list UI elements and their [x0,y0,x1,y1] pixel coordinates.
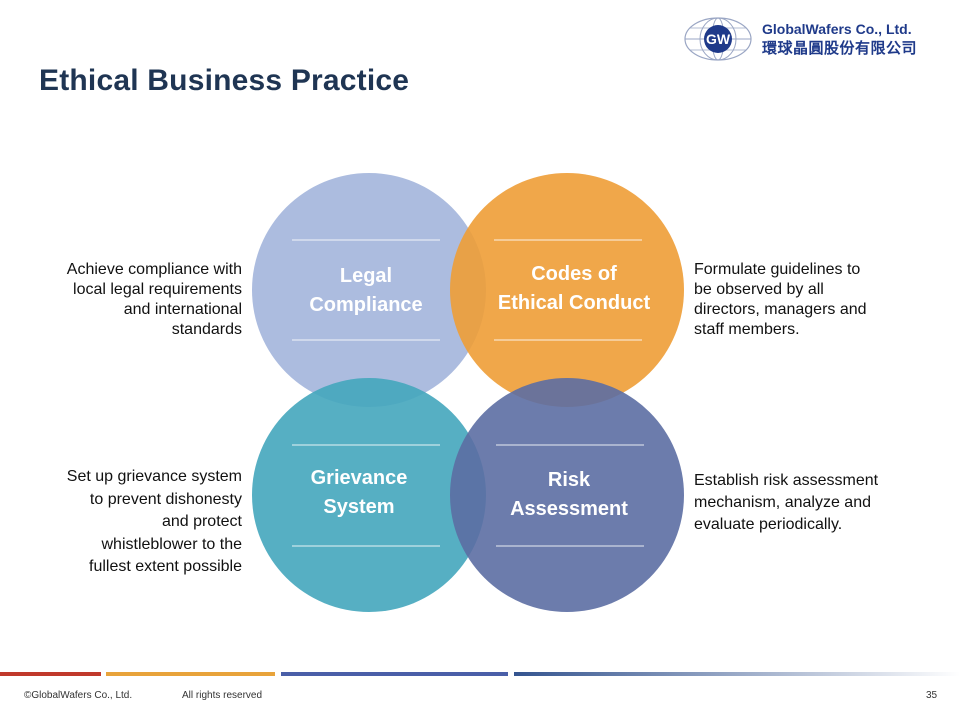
description-codes: Formulate guidelines to be observed by a… [694,260,934,340]
description-line: directors, managers and [694,301,867,318]
label-line: Codes of [531,263,617,285]
description-line: Achieve compliance with [66,261,242,278]
globe-logo-icon: GW [684,17,752,61]
description-risk: Establish risk assessment mechanism, ana… [694,470,934,536]
description-line: local legal requirements [73,281,242,298]
label-line: Ethical Conduct [497,292,651,314]
label-line: Legal [339,265,393,287]
circle-legal-compliance [252,173,486,407]
description-line: fullest extent possible [89,558,242,575]
description-line: Formulate guidelines to [694,261,861,278]
label-risk-assessment: Risk Assessment [469,466,669,524]
description-grievance: Set up grievance system to prevent disho… [20,466,242,579]
description-legal: Achieve compliance with local legal requ… [20,260,242,340]
footer-bar-orange [106,672,275,676]
label-codes-of-ethical-conduct: Codes of Ethical Conduct [474,260,674,318]
company-name-en: GlobalWafers Co., Ltd. [762,21,912,37]
label-legal-compliance: Legal Compliance [266,262,466,320]
page-number: 35 [926,690,938,701]
slide-title: Ethical Business Practice [39,64,410,97]
description-line: whistleblower to the [101,535,242,553]
description-line: evaluate periodically. [694,516,843,533]
label-line: Risk [547,469,591,491]
description-line: Set up grievance system [66,468,242,485]
circle-grievance-system [252,378,486,612]
label-line: Grievance [310,467,408,489]
description-line: to prevent dishonesty [89,490,242,508]
description-line: be observed by all [694,281,824,298]
description-line: staff members. [694,321,800,338]
description-line: standards [171,321,242,338]
footer-bar-red [0,672,101,676]
description-line: mechanism, analyze and [694,494,871,511]
footer-bar-blue [281,672,508,676]
description-line: and protect [161,513,242,530]
description-line: Establish risk assessment [694,472,879,489]
footer-bar-gradient [514,672,960,676]
logo-mark: GW [706,31,731,47]
description-line: and international [123,301,242,318]
company-name-zh: 環球晶圓股份有限公司 [762,39,918,57]
label-line: Assessment [510,498,628,520]
label-grievance-system: Grievance System [259,464,459,522]
circle-risk-assessment [450,378,684,612]
footer-rights: All rights reserved [182,690,263,701]
footer-copyright: ©GlobalWafers Co., Ltd. [24,690,133,701]
label-line: System [323,496,395,518]
label-line: Compliance [309,294,423,316]
circle-codes-of-ethical-conduct [450,173,684,407]
